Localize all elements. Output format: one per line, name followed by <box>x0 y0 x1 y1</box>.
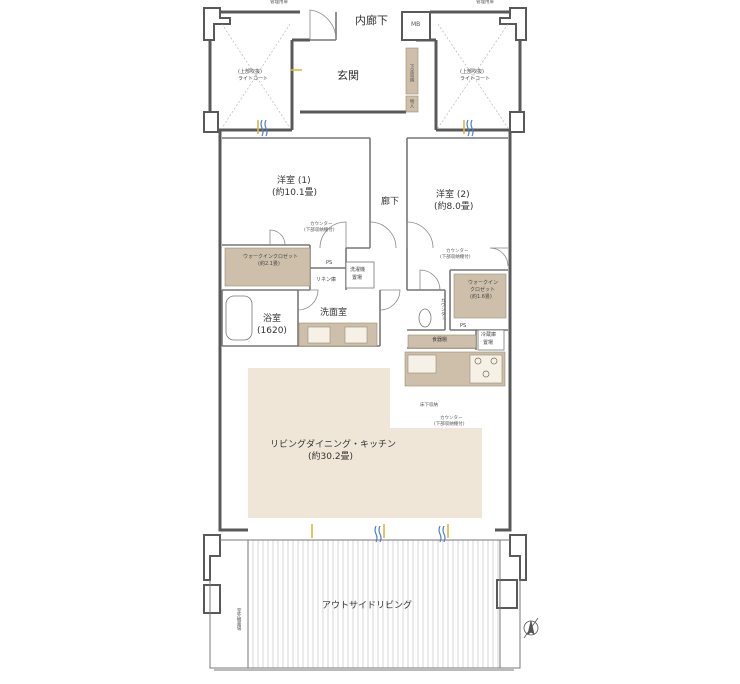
counter-side-label: カウンター <box>440 298 446 321</box>
fixtures <box>224 47 507 387</box>
window-vent-icon <box>257 69 465 538</box>
fridge-line1: 冷蔵庫 <box>481 332 497 338</box>
door-swings <box>269 9 509 311</box>
wic2-line3: (約1.6畳) <box>470 294 492 300</box>
wic2-line2: クロゼット <box>470 287 496 293</box>
entrance-label: 玄関 <box>337 69 359 82</box>
pipe-space-right: 管理用扉 <box>476 0 494 5</box>
counter1b-label: (下部収納棚付) <box>304 228 335 233</box>
counter1-label: カウンター <box>310 222 333 227</box>
dish-shelf-label: 食器棚 <box>432 337 448 343</box>
ldk-floor <box>248 368 390 518</box>
lightcourt-right-1: (上部吹抜) <box>460 69 484 75</box>
mb-label: MB <box>411 21 421 28</box>
airflow-icon <box>260 119 474 543</box>
lightcourt-diagonals <box>221 23 509 129</box>
outside-living-boundary <box>209 539 521 671</box>
compass-icon <box>523 617 539 639</box>
washer-line1: 洗濯機 <box>350 267 366 273</box>
counter2b-label: (下部収納棚付) <box>440 255 471 260</box>
shoe-storage-label: 下足収納 <box>409 64 415 82</box>
lightcourt-left-1: (上部吹抜) <box>238 69 262 75</box>
counter3b-label: (下部収納棚付) <box>434 422 465 427</box>
western2-area: (約8.0畳) <box>434 202 474 212</box>
ldk-floor-2 <box>390 428 482 518</box>
western1-name: 洋室 (1) <box>277 176 311 186</box>
linen-label: リネン庫 <box>316 277 337 283</box>
wic1-line1: ウォークインクロゼット <box>243 254 299 260</box>
washer-line2: 置場 <box>352 275 363 281</box>
floor-storage-label: 床下収納 <box>420 403 438 408</box>
outside-living-label: アウトサイドリビング <box>322 601 413 611</box>
ps-left-label: PS <box>326 260 333 266</box>
inner-corridor-label: 内廊下 <box>355 14 388 27</box>
ldk-name: リビングダイニング・キッチン <box>270 440 397 450</box>
washroom-label: 洗面室 <box>320 308 348 318</box>
pipe-space-left: 管理用扉 <box>270 0 288 5</box>
wic1-line2: (約2.1畳) <box>258 261 280 267</box>
storage-in-label: 物入 <box>409 99 415 108</box>
ldk-area: (約30.2畳) <box>308 452 354 462</box>
ps-right-label: PS <box>460 323 467 329</box>
outside-living-deck <box>252 540 499 668</box>
lightcourt-right-2: ライトコート <box>460 76 491 82</box>
counter2-label: カウンター <box>446 249 469 254</box>
counter3-label: カウンター <box>440 416 463 421</box>
hallway-label: 廊下 <box>381 197 400 207</box>
aircon-unit-label: 室外機置場 <box>236 608 242 631</box>
structural-columns <box>203 7 527 614</box>
western2-name: 洋室 (2) <box>436 190 470 200</box>
bathroom-name: 浴室 <box>263 314 282 324</box>
bathroom-size: (1620) <box>257 326 287 336</box>
wic2-line1: ウォークイン <box>468 280 499 286</box>
lightcourt-left-2: ライトコート <box>238 76 269 82</box>
western1-area: (約10.1畳) <box>272 188 318 198</box>
fridge-line2: 置場 <box>483 340 494 346</box>
kitchen-burners <box>474 357 498 378</box>
